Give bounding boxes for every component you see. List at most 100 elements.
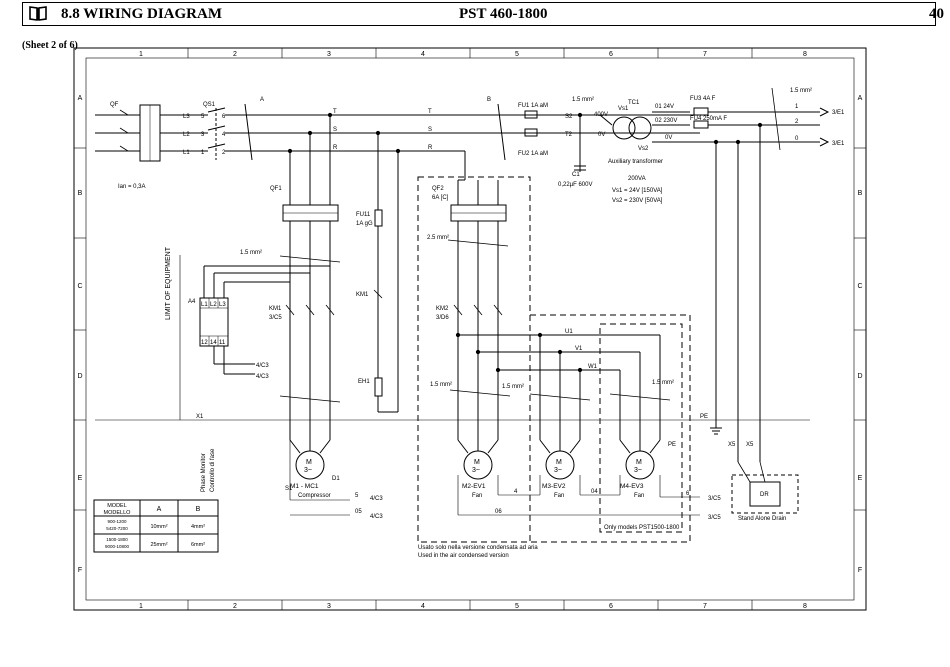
label-a4: A4 bbox=[188, 299, 196, 305]
label-o1: 01 24V bbox=[655, 104, 674, 110]
label-0v: 0V bbox=[598, 132, 605, 138]
label-n1: 1 bbox=[201, 150, 205, 156]
label-ref: 05 bbox=[355, 509, 362, 515]
label-out2: 2 bbox=[795, 119, 799, 125]
fu11-fuse bbox=[374, 209, 383, 227]
label-c1: C1 bbox=[572, 172, 580, 178]
col-label: 8 bbox=[803, 603, 807, 610]
row-label: F bbox=[858, 567, 862, 574]
row-label: A bbox=[78, 95, 83, 102]
label-c14: 14 bbox=[210, 340, 217, 346]
model-name: PST 460-1800 bbox=[459, 6, 548, 22]
label-qf1: QF1 bbox=[270, 186, 282, 192]
label-phase1: Phase Monitor bbox=[201, 453, 207, 492]
col-label: 2 bbox=[233, 51, 237, 58]
label-dr: DR bbox=[760, 492, 769, 498]
label-n6: 6 bbox=[222, 114, 226, 120]
sheet-label: (Sheet 2 of 6) bbox=[22, 40, 78, 51]
label-l1b: L1 bbox=[201, 302, 208, 308]
label-t2w: T2 bbox=[565, 132, 573, 138]
col-label: 7 bbox=[703, 51, 707, 58]
table-cell: 25mm² bbox=[150, 542, 167, 548]
label-vs1: Vs1 bbox=[618, 106, 629, 112]
label-km1b: 3/C5 bbox=[269, 315, 282, 321]
label-m3s: Fan bbox=[554, 493, 564, 499]
label-x5b: X5 bbox=[746, 442, 754, 448]
air-condensed-box bbox=[417, 176, 531, 543]
row-label: A bbox=[858, 95, 863, 102]
label-v1: V1 bbox=[575, 346, 583, 352]
only-models-box bbox=[599, 323, 683, 533]
book-icon bbox=[29, 6, 47, 21]
label-eh1: EH1 bbox=[358, 379, 370, 385]
row-label: D bbox=[857, 373, 862, 380]
label-w6: 6 bbox=[686, 491, 690, 497]
label-o2: 02 230V bbox=[655, 118, 677, 124]
label-km1: KM1 bbox=[356, 292, 369, 298]
label-d1t: D1 bbox=[332, 476, 340, 482]
label-ref: 4/C3 bbox=[370, 496, 383, 502]
label-400v: 400V bbox=[594, 112, 608, 118]
table-cell: 4mm² bbox=[191, 524, 205, 530]
label-wire: 1.5 mm² bbox=[502, 384, 524, 390]
label-ov: 0V bbox=[665, 135, 672, 141]
label-c1v: 0,22µF 600V bbox=[558, 182, 592, 188]
label-n2: 2 bbox=[222, 150, 226, 156]
col-label: 3 bbox=[327, 603, 331, 610]
row-label: E bbox=[858, 475, 863, 482]
label-ref: 4/C3 bbox=[256, 374, 269, 380]
label-qf2: QF2 bbox=[432, 186, 444, 192]
label-motor: 3~ bbox=[304, 467, 312, 474]
table-cell: 6mm² bbox=[191, 542, 205, 548]
outgoing-arrows bbox=[819, 107, 830, 147]
label-m1s: Compressor bbox=[298, 493, 331, 499]
label-l1: L1 bbox=[183, 150, 190, 156]
label-l2b: L2 bbox=[210, 302, 217, 308]
label-wire: 1.5 mm² bbox=[430, 382, 452, 388]
col-label: 1 bbox=[139, 51, 143, 58]
label-w06: 06 bbox=[495, 509, 502, 515]
label-wire: 1.5 mm² bbox=[240, 250, 262, 256]
label-m3: M3-EV2 bbox=[542, 483, 566, 490]
col-label: 5 bbox=[515, 51, 519, 58]
label-motor: M bbox=[474, 459, 480, 466]
label-s1t: S1 bbox=[285, 486, 293, 492]
table-header: MODEL bbox=[107, 503, 127, 509]
label-l3: L3 bbox=[183, 114, 190, 120]
header-bar: 8.8 WIRING DIAGRAM PST 460-1800 40 bbox=[22, 2, 944, 26]
col-label: 6 bbox=[609, 603, 613, 610]
main-bus bbox=[95, 114, 700, 180]
tc1-primary bbox=[612, 116, 636, 140]
label-limit: LIMIT OF EQUIPMENT bbox=[165, 246, 172, 320]
label-motor: M bbox=[636, 459, 642, 466]
table-header: A bbox=[157, 506, 162, 513]
row-label: B bbox=[858, 190, 863, 197]
tc1-secondary bbox=[628, 116, 652, 140]
label-out1: 1 bbox=[795, 104, 799, 110]
label-s2w: S2 bbox=[565, 114, 573, 120]
label-out0: 0 bbox=[795, 136, 799, 142]
col-label: 3 bbox=[327, 51, 331, 58]
qf2-drops bbox=[457, 179, 499, 205]
label-vs2: Vs2 bbox=[638, 146, 649, 152]
label-l2: L2 bbox=[183, 132, 190, 138]
label-wire: 2.5 mm² bbox=[427, 235, 449, 241]
label-usato: Usato solo nella versione condensata ad … bbox=[418, 545, 538, 551]
label-w04: 04 bbox=[591, 489, 598, 495]
grid-labels: 1 2 3 4 5 6 7 8 1 2 3 4 5 6 7 8 A B C D … bbox=[77, 51, 862, 610]
label-x1: X1 bbox=[196, 414, 204, 420]
label-ref: 3/C5 bbox=[708, 496, 721, 502]
col-label: 2 bbox=[233, 603, 237, 610]
label-vs1spec: Vs1 = 24V [150VA] bbox=[612, 188, 663, 194]
col-label: 1 bbox=[139, 603, 143, 610]
label-t: T bbox=[333, 109, 337, 115]
fan-thermal-wires bbox=[457, 475, 700, 516]
label-ref: 3/E1 bbox=[832, 110, 845, 116]
label-aux: Auxiliary transformer bbox=[608, 159, 663, 165]
table-cell: 10mm² bbox=[150, 524, 167, 530]
label-r2: R bbox=[428, 145, 433, 151]
label-tc1: TC1 bbox=[628, 100, 640, 106]
label-pe: PE bbox=[700, 414, 708, 420]
label-motor: 3~ bbox=[634, 467, 642, 474]
